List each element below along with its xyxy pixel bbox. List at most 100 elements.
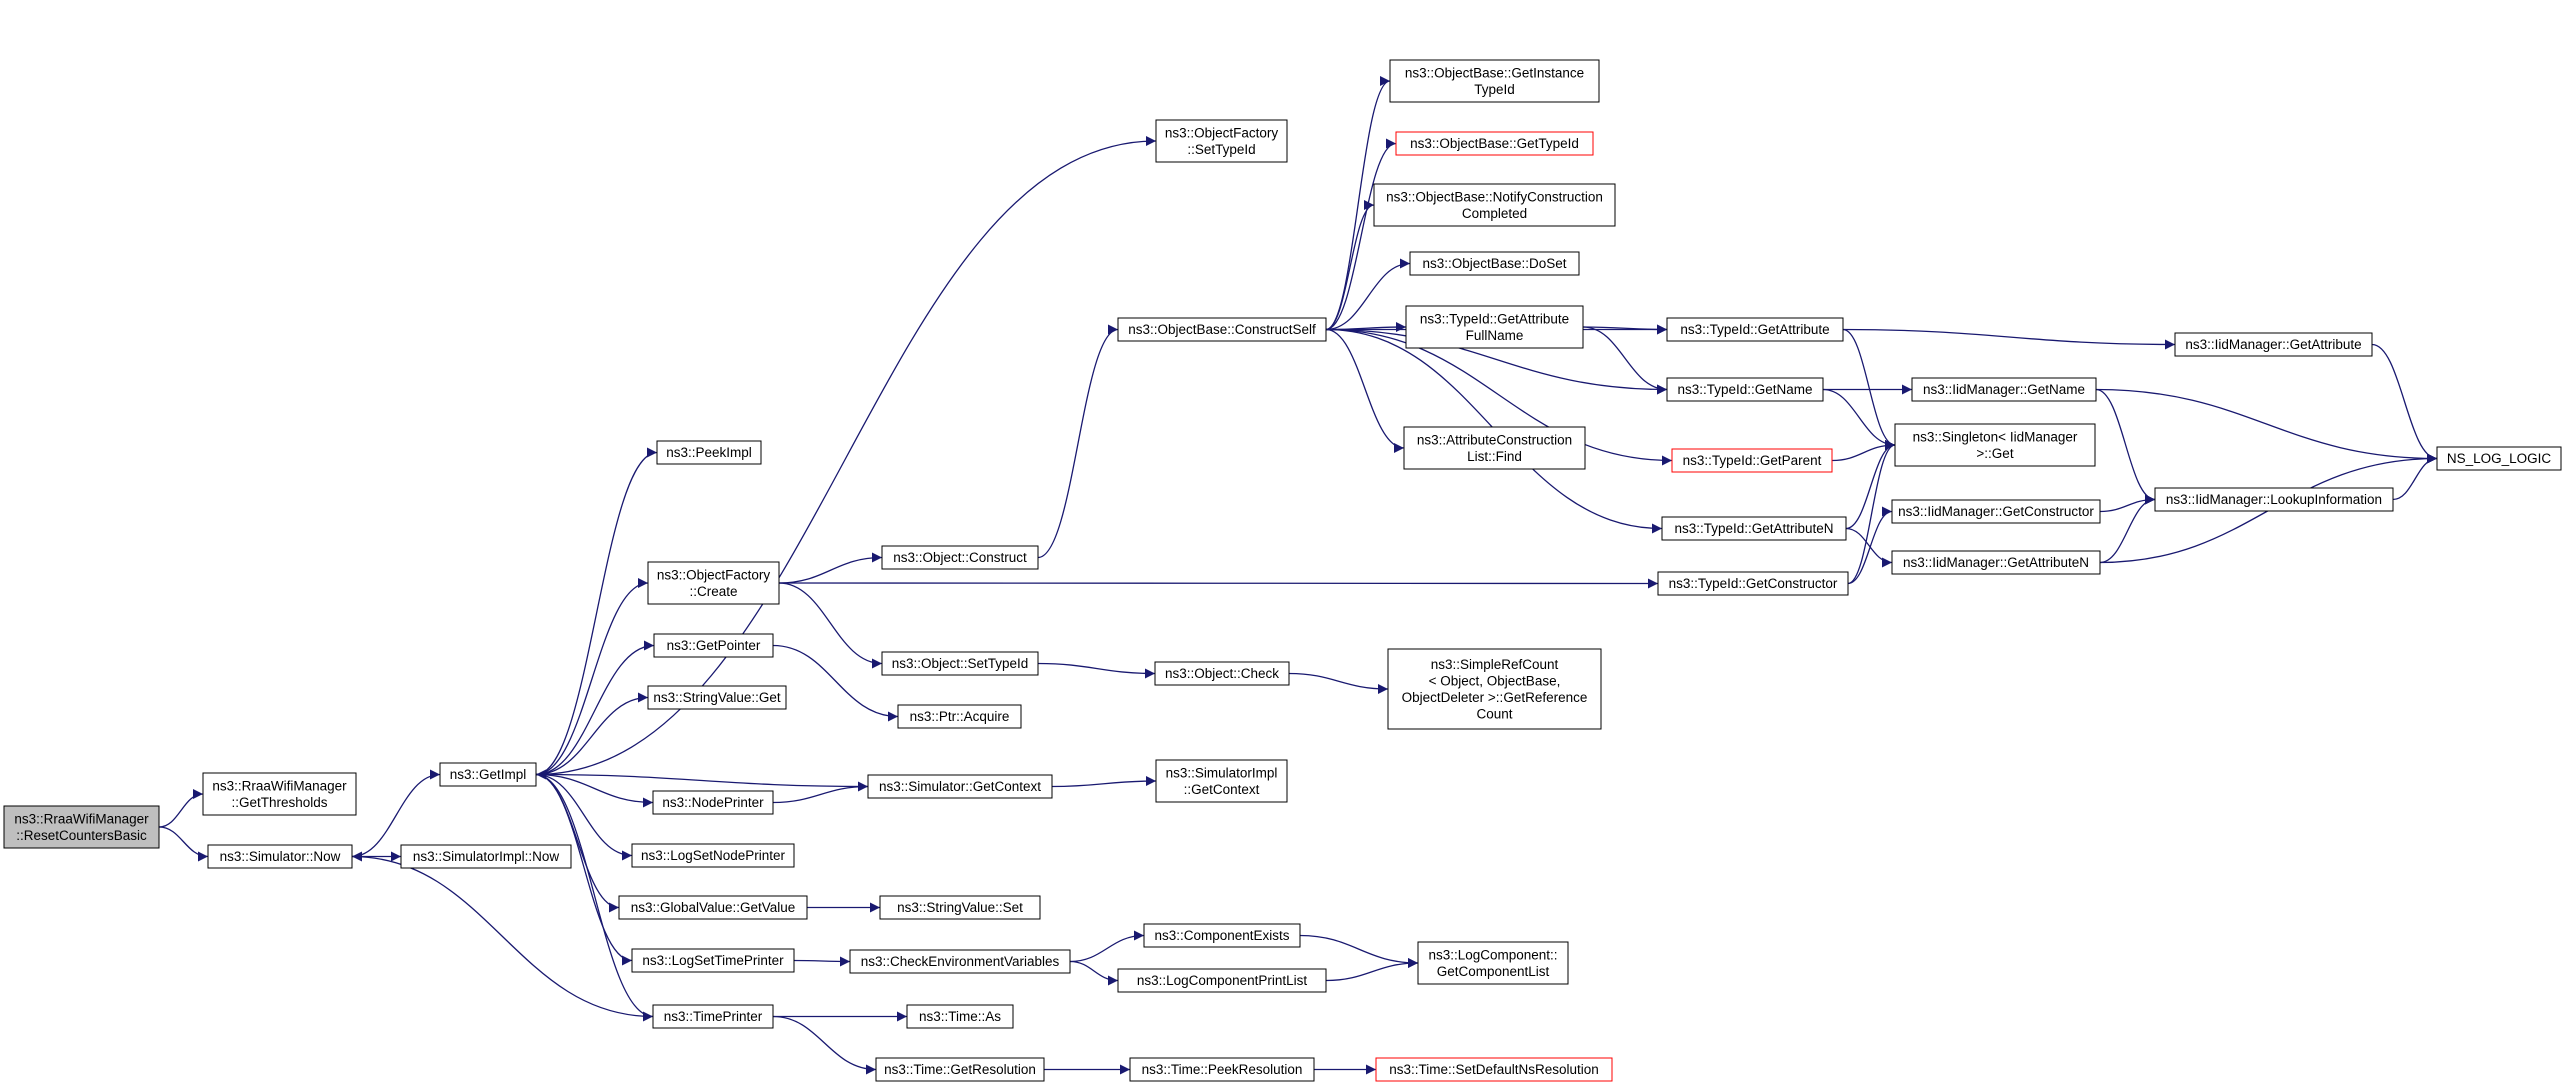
node-label: ::Create <box>689 584 737 599</box>
node-box <box>881 651 1039 676</box>
node-ns3-objectfactory-settypeid[interactable]: ns3::ObjectFactory::SetTypeId <box>1155 119 1288 163</box>
node-label: GetComponentList <box>1437 964 1550 979</box>
node-ns3-logsettimeprinter[interactable]: ns3::LogSetTimePrinter <box>631 948 795 973</box>
node-ns3-object-construct[interactable]: ns3::Object::Construct <box>881 545 1039 570</box>
node-ns3-nodeprinter[interactable]: ns3::NodePrinter <box>652 790 774 815</box>
node-ns-log-logic[interactable]: NS_LOG_LOGIC <box>2436 446 2562 471</box>
edge-constructself-to-tgetname <box>1325 328 1668 395</box>
node-ns3-simulator-now[interactable]: ns3::Simulator::Now <box>207 844 353 869</box>
node-ns3-typeid-getconstructor[interactable]: ns3::TypeId::GetConstructor <box>1657 571 1849 596</box>
node-box <box>1403 426 1586 470</box>
node-ns3-objectbase-doset[interactable]: ns3::ObjectBase::DoSet <box>1409 251 1580 276</box>
node-ns3-ptr-acquire[interactable]: ns3::Ptr::Acquire <box>897 704 1022 729</box>
node-ns3-time-peekresolution[interactable]: ns3::Time::PeekResolution <box>1129 1057 1315 1082</box>
edge-getimpl-to-nodeprinter <box>535 773 654 808</box>
edge-iidgetattrn-to-lookupinfo <box>2099 494 2156 564</box>
node-ns3-logcomponentprintlist[interactable]: ns3::LogComponentPrintList <box>1117 968 1327 993</box>
node-ns3-getpointer[interactable]: ns3::GetPointer <box>653 633 774 658</box>
node-box <box>631 948 795 973</box>
node-ns3-typeid-getparent[interactable]: ns3::TypeId::GetParent <box>1671 448 1833 473</box>
node-ns3-time-as[interactable]: ns3::Time::As <box>906 1004 1014 1029</box>
node-label: ns3::Time::As <box>919 1009 1001 1024</box>
node-ns3-objectfactory-create[interactable]: ns3::ObjectFactory::Create <box>647 561 780 605</box>
node-label: ns3::ObjectFactory <box>1165 125 1279 140</box>
node-ns3-typeid-getattribute[interactable]: ns3::TypeId::GetAttribute <box>1666 317 1844 342</box>
node-box <box>1117 968 1327 993</box>
node-box <box>652 790 774 815</box>
node-label: ns3::Object::Construct <box>893 550 1027 565</box>
node-label: ns3::Simulator::GetContext <box>879 779 1041 794</box>
node-ns3-iidmanager-getattributen[interactable]: ns3::IidManager::GetAttributeN <box>1891 550 2101 575</box>
edge-compprint-to-logcompget <box>1325 958 1419 982</box>
node-ns3-iidmanager-getconstructor[interactable]: ns3::IidManager::GetConstructor <box>1891 499 2101 524</box>
node-ns3-typeid-getattributen[interactable]: ns3::TypeId::GetAttributeN <box>1661 516 1847 541</box>
node-box <box>1661 516 1847 541</box>
node-ns3-getimpl[interactable]: ns3::GetImpl <box>439 762 537 787</box>
edge-getimpl-to-svget <box>535 692 649 776</box>
node-box <box>631 843 795 868</box>
node-ns3-iidmanager-getname[interactable]: ns3::IidManager::GetName <box>1911 377 2097 402</box>
edge-simgetctx-to-getimpl <box>535 769 869 788</box>
node-ns3-typeid-getname[interactable]: ns3::TypeId::GetName <box>1666 377 1824 402</box>
node-ns3-objectbase-notifyconstruction-completed[interactable]: ns3::ObjectBase::NotifyConstructionCompl… <box>1373 183 1616 227</box>
node-ns3-object-check[interactable]: ns3::Object::Check <box>1154 661 1290 686</box>
node-label: ns3::IidManager::GetAttribute <box>2185 337 2361 352</box>
edge-constructself-to-attrfind <box>1325 328 1405 453</box>
node-label: ns3::TypeId::GetAttribute <box>1420 311 1569 326</box>
node-box <box>656 440 762 465</box>
node-label: ns3::Simulator::Now <box>220 849 341 864</box>
node-label: ns3::TypeId::GetAttribute <box>1680 322 1829 337</box>
node-label: ns3::PeekImpl <box>666 445 752 460</box>
node-ns3-iidmanager-getattribute[interactable]: ns3::IidManager::GetAttribute <box>2174 332 2373 357</box>
node-ns3-stringvalue-get[interactable]: ns3::StringValue::Get <box>647 685 787 710</box>
node-ns3-logcomponent-getcomponentlist[interactable]: ns3::LogComponent::GetComponentList <box>1417 941 1569 985</box>
node-label: ns3::ObjectFactory <box>657 567 771 582</box>
node-ns3-time-getresolution[interactable]: ns3::Time::GetResolution <box>875 1057 1045 1082</box>
edge-tgetattr-to-iidgetattr <box>1842 328 2176 350</box>
node-ns3-logsetnodeprinter[interactable]: ns3::LogSetNodePrinter <box>631 843 795 868</box>
function-nodes: ns3::RraaWifiManager::ResetCountersBasic… <box>3 59 2562 1082</box>
edge-tgetconstructor-to-singleton <box>1847 440 1896 585</box>
node-ns3-singleton-iidmanager-get[interactable]: ns3::Singleton< IidManager>::Get <box>1894 423 2096 467</box>
node-box <box>1155 119 1288 163</box>
edge-objcheck-to-simplerefcount <box>1288 672 1389 694</box>
node-label: ns3::TimePrinter <box>664 1009 763 1024</box>
node-box <box>207 844 353 869</box>
node-label: ns3::GlobalValue::GetValue <box>631 900 796 915</box>
node-box <box>881 545 1039 570</box>
node-ns3-timeprinter[interactable]: ns3::TimePrinter <box>652 1004 774 1029</box>
node-ns3-simplerefcount-object-objectbase-objectdeleter-getreference-count[interactable]: ns3::SimpleRefCount< Object, ObjectBase,… <box>1387 648 1602 730</box>
node-box <box>879 895 1041 920</box>
node-label: ns3::GetPointer <box>667 638 761 653</box>
node-ns3-iidmanager-lookupinformation[interactable]: ns3::IidManager::LookupInformation <box>2154 487 2394 512</box>
node-label: NS_LOG_LOGIC <box>2447 451 2552 466</box>
node-ns3-simulator-getcontext[interactable]: ns3::Simulator::GetContext <box>867 774 1053 799</box>
node-label: ns3::StringValue::Set <box>897 900 1023 915</box>
node-box <box>1891 499 2101 524</box>
node-ns3-componentexists[interactable]: ns3::ComponentExists <box>1143 923 1301 948</box>
node-ns3-object-settypeid[interactable]: ns3::Object::SetTypeId <box>881 651 1039 676</box>
node-box <box>2436 446 2562 471</box>
node-ns3-peekimpl[interactable]: ns3::PeekImpl <box>656 440 762 465</box>
node-ns3-stringvalue-set[interactable]: ns3::StringValue::Set <box>879 895 1041 920</box>
node-ns3-simulatorimpl-now[interactable]: ns3::SimulatorImpl::Now <box>400 844 572 869</box>
node-box <box>1389 59 1600 103</box>
node-ns3-globalvalue-getvalue[interactable]: ns3::GlobalValue::GetValue <box>618 895 808 920</box>
node-ns3-simulatorimpl-getcontext[interactable]: ns3::SimulatorImpl::GetContext <box>1155 759 1288 803</box>
edge-getattrfull-to-tgetattr <box>1582 324 1668 335</box>
node-label: ns3::LogComponentPrintList <box>1137 973 1308 988</box>
node-ns3-rraawifimanager-getthresholds[interactable]: ns3::RraaWifiManager::GetThresholds <box>202 772 357 816</box>
node-ns3-objectbase-constructself[interactable]: ns3::ObjectBase::ConstructSelf <box>1117 317 1327 342</box>
node-ns3-time-setdefaultnsresolution[interactable]: ns3::Time::SetDefaultNsResolution <box>1375 1057 1613 1082</box>
node-box <box>1409 251 1580 276</box>
node-label: >::Get <box>1976 446 2013 461</box>
node-ns3-checkenvironmentvariables[interactable]: ns3::CheckEnvironmentVariables <box>849 949 1071 974</box>
node-label: ns3::CheckEnvironmentVariables <box>861 954 1060 969</box>
node-box <box>897 704 1022 729</box>
node-label: ns3::TypeId::GetConstructor <box>1669 576 1838 591</box>
node-ns3-objectbase-gettypeid[interactable]: ns3::ObjectBase::GetTypeId <box>1395 131 1594 156</box>
